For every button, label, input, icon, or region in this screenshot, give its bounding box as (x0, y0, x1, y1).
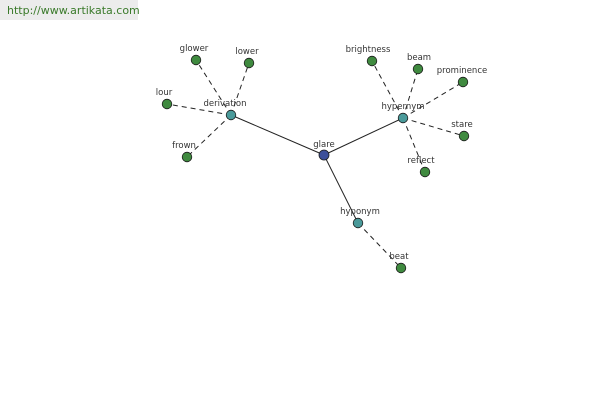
node-lour[interactable] (161, 98, 173, 110)
node-reflect[interactable] (419, 166, 431, 178)
node-label-frown[interactable]: frown (172, 141, 196, 151)
edge-hypernym-stare (402, 117, 465, 137)
node-glower[interactable] (190, 54, 202, 66)
edge-glare-hypernym (323, 117, 404, 156)
node-label-hypernym[interactable]: hypernym (381, 102, 424, 112)
node-glare[interactable] (318, 149, 330, 161)
node-label-reflect[interactable]: reflect (407, 156, 435, 166)
edge-hyponym-beat (357, 222, 402, 269)
edge-derivation-frown (186, 114, 232, 158)
node-label-beam[interactable]: beam (407, 53, 431, 63)
edge-glare-hyponym (323, 154, 359, 224)
node-beat[interactable] (395, 262, 407, 274)
node-beam[interactable] (412, 63, 424, 75)
node-label-prominence[interactable]: prominence (437, 66, 487, 76)
node-label-derivation[interactable]: derivation (203, 99, 246, 109)
node-stare[interactable] (458, 130, 470, 142)
node-frown[interactable] (181, 151, 193, 163)
node-derivation[interactable] (225, 109, 237, 121)
node-hyponym[interactable] (352, 217, 364, 229)
node-label-lour[interactable]: lour (156, 88, 173, 98)
node-label-hyponym[interactable]: hyponym (340, 207, 380, 217)
node-label-brightness[interactable]: brightness (346, 45, 391, 55)
node-label-glower[interactable]: glower (180, 44, 209, 54)
edge-derivation-lour (166, 103, 232, 116)
node-prominence[interactable] (457, 76, 469, 88)
node-hypernym[interactable] (397, 112, 409, 124)
edge-glare-derivation (230, 114, 325, 156)
node-brightness[interactable] (366, 55, 378, 67)
node-lower[interactable] (243, 57, 255, 69)
edge-derivation-glower (195, 59, 232, 116)
edge-derivation-lower (230, 62, 250, 116)
node-label-stare[interactable]: stare (451, 120, 473, 130)
edge-hypernym-brightness (371, 60, 404, 119)
graph-labels: glower lower lour frown derivation brightness… (156, 44, 487, 262)
node-label-glare[interactable]: glare (313, 140, 335, 150)
node-label-lower[interactable]: lower (235, 47, 259, 57)
graph-nodes (161, 54, 470, 274)
node-label-beat[interactable]: beat (389, 252, 409, 262)
edge-hypernym-prominence (402, 81, 464, 119)
site-url[interactable]: http://www.artikata.com (0, 0, 140, 20)
graph-edges (166, 59, 465, 269)
edge-hypernym-reflect (402, 117, 426, 173)
